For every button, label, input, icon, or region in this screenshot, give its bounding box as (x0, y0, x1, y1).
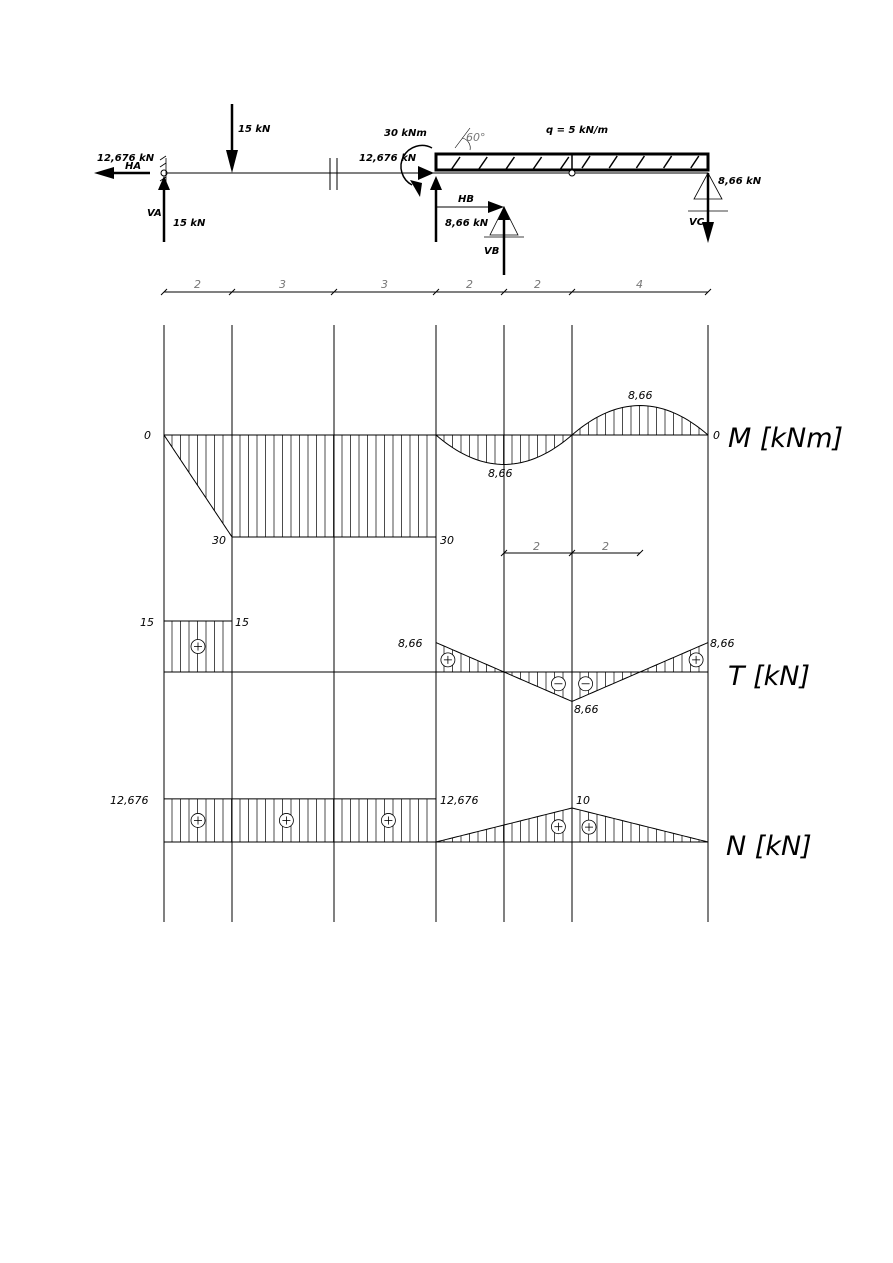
angle-label: 60° (466, 131, 486, 144)
sign-marker-minus (551, 676, 566, 692)
t-label-866b: 8,66 (574, 703, 599, 716)
m-label-ext2: 8,66 (628, 389, 653, 402)
dimension-tick (330, 288, 338, 296)
sub-dim-1: 2 (533, 540, 540, 553)
dimension-tick (568, 549, 576, 557)
load-arrow (662, 155, 673, 169)
load-arrow (450, 156, 461, 171)
sign-marker-plus (688, 652, 704, 668)
ha-value: 12,676 kN (97, 153, 155, 164)
t-label-15b: 15 (235, 616, 249, 629)
sign-marker-plus (440, 652, 456, 668)
span-length-1: 2 (194, 278, 201, 291)
dimension-tick (500, 288, 508, 296)
ha-label: HA (125, 161, 141, 172)
load-arrows (450, 155, 700, 171)
load-arrow (690, 155, 700, 169)
n-diagram-curve (435, 807, 573, 843)
m-label-0-left: 0 (144, 429, 151, 442)
dimension-tick (704, 288, 712, 296)
dimension-tick (160, 288, 168, 296)
load-15kn-label: 15 kN (238, 124, 271, 135)
load-arrow (504, 156, 516, 171)
t-diagram-title: T [kN] (728, 661, 810, 692)
dimension-tick (500, 549, 508, 557)
m-label-30-b: 30 (440, 534, 454, 547)
span-length-3: 3 (381, 278, 388, 291)
pin-supports (484, 172, 728, 238)
sign-marker-minus (578, 676, 593, 692)
vb-label: VB (484, 246, 499, 257)
n-label-1: 12,676 (110, 794, 149, 807)
load-arrow (559, 156, 570, 171)
n-label-10: 10 (576, 794, 590, 807)
load-arrow (531, 156, 543, 171)
t-label-866a: 8,66 (398, 637, 423, 650)
span-length-4: 2 (466, 278, 473, 291)
n-diagram-title: N [kN] (726, 831, 812, 862)
load-arrow (477, 156, 488, 171)
span-length-5: 2 (534, 278, 541, 291)
dimension-tick (636, 549, 644, 557)
t-label-866c: 8,66 (710, 637, 735, 650)
inner-hinge (568, 169, 576, 177)
m-diagram-curve (571, 405, 709, 436)
m-label-ext1: 8,66 (488, 467, 513, 480)
m-diagram-title: M [kNm] (728, 423, 843, 454)
sign-marker-plus (190, 639, 206, 654)
m-diagram-curve (163, 434, 233, 538)
sign-marker-plus (581, 819, 597, 835)
hinge-force-label: 12,676 kN (359, 153, 417, 164)
dimension-tick (228, 288, 236, 296)
t-diagram-curve (571, 642, 709, 702)
diagrams (163, 405, 709, 843)
sign-marker-plus (190, 813, 206, 828)
force-arrows (94, 104, 714, 275)
dimension-tick (568, 288, 576, 296)
m-label-0-right: 0 (713, 429, 720, 442)
vb-value: 8,66 kN (445, 218, 489, 229)
n-diagram-curve (571, 807, 709, 843)
q-label: q = 5 kN/m (546, 125, 608, 136)
vc-value: 8,66 kN (718, 176, 762, 187)
hinge-gap-symbol (329, 158, 338, 190)
sign-marker-plus (551, 819, 566, 835)
n-label-2: 12,676 (440, 794, 479, 807)
angle-arc (461, 137, 471, 151)
dimension-tick (432, 288, 440, 296)
span-length-2: 3 (279, 278, 286, 291)
t-label-15a: 15 (140, 616, 154, 629)
moment-label: 30 kNm (384, 128, 427, 139)
va-value: 15 kN (173, 218, 206, 229)
load-arrow (635, 155, 646, 169)
hb-label: HB (458, 194, 474, 205)
sign-marker-plus (278, 813, 294, 828)
load-arrow (581, 155, 591, 169)
va-label: VA (147, 208, 162, 219)
t-diagram-curve (435, 642, 573, 702)
load-arrow (608, 155, 618, 169)
span-length-6: 4 (636, 278, 643, 291)
sub-dim-2: 2 (602, 540, 609, 553)
m-diagram-curve (435, 434, 573, 465)
m-label-30-a: 30 (212, 534, 226, 547)
sign-marker-plus (380, 813, 396, 828)
vc-label: VC (689, 217, 705, 228)
